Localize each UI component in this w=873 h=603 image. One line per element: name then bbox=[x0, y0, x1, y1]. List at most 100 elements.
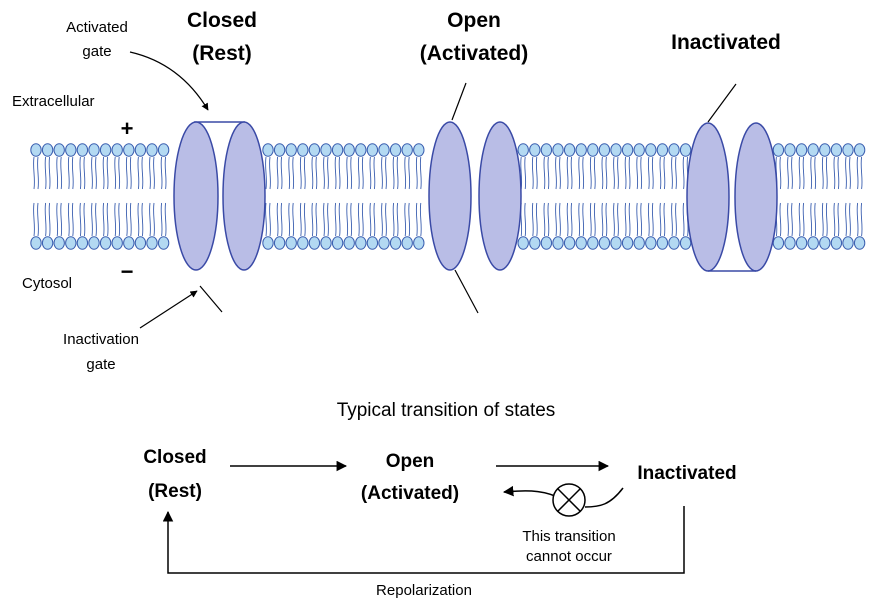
closed-title-line2: (Rest) bbox=[192, 42, 252, 65]
lipid-tail bbox=[628, 202, 631, 237]
lipid-head bbox=[297, 236, 309, 250]
lipid-head bbox=[784, 236, 796, 250]
inactivation-gate-arrow bbox=[139, 290, 198, 329]
lipid-tail bbox=[821, 156, 824, 190]
lipid-tail bbox=[288, 202, 291, 237]
lipid-tail bbox=[779, 202, 782, 237]
lipid-head bbox=[656, 236, 669, 250]
lipid-head bbox=[308, 236, 321, 250]
lipid-tail bbox=[408, 156, 411, 190]
lipid-head bbox=[343, 236, 355, 250]
lipid-tail bbox=[849, 202, 851, 237]
lipid-head bbox=[30, 143, 42, 157]
lipid-tail bbox=[334, 156, 337, 190]
lipid-tail bbox=[280, 202, 283, 237]
lipid-head bbox=[853, 143, 866, 157]
repolarization-arrow bbox=[162, 506, 685, 574]
open-activation-gate-line bbox=[451, 82, 467, 121]
lipid-tail bbox=[837, 202, 840, 237]
lipid-tail bbox=[582, 202, 585, 237]
lipid-tail bbox=[95, 202, 97, 237]
lipid-tail bbox=[153, 156, 155, 190]
forbidden-path-right bbox=[584, 487, 624, 508]
lipid-tail bbox=[303, 202, 306, 237]
lipid-head bbox=[807, 143, 819, 157]
lipid-tail bbox=[396, 202, 399, 237]
lipid-tail bbox=[67, 156, 70, 190]
lipid-tail bbox=[141, 156, 144, 190]
lipid-tail bbox=[856, 202, 859, 237]
lipid-tail bbox=[33, 156, 35, 190]
lipid-tail bbox=[60, 202, 63, 237]
lipid-tail bbox=[334, 202, 337, 237]
lipid-head bbox=[355, 143, 367, 157]
lipid-head bbox=[134, 143, 147, 157]
lipid-head bbox=[540, 143, 553, 157]
lipid-head bbox=[123, 236, 135, 250]
lipid-tail bbox=[311, 202, 314, 237]
lipid-tail bbox=[779, 156, 782, 190]
forbidden-note-line2: cannot occur bbox=[526, 548, 612, 565]
lipid-head bbox=[563, 143, 576, 157]
inactivated-channel bbox=[686, 83, 778, 272]
lipid-tail bbox=[37, 202, 39, 237]
lipid-head bbox=[830, 143, 843, 157]
lipid-tail bbox=[129, 156, 132, 190]
lipid-head bbox=[540, 236, 553, 250]
lipid-head bbox=[587, 236, 599, 250]
lipid-tail bbox=[404, 156, 407, 190]
lipid-head bbox=[668, 143, 680, 157]
lipid-tail bbox=[821, 202, 824, 237]
lipid-tail bbox=[570, 156, 573, 190]
lipid-tail bbox=[369, 202, 372, 237]
lipid-head bbox=[575, 236, 587, 250]
lipid-tail bbox=[682, 156, 685, 190]
lipid-head bbox=[123, 143, 135, 157]
lipid-tail bbox=[149, 202, 151, 237]
lipid-head bbox=[575, 143, 587, 157]
lipid-head bbox=[401, 236, 413, 250]
lipid-head bbox=[645, 236, 657, 250]
lipid-tail bbox=[346, 156, 349, 190]
lipid-tail bbox=[589, 202, 592, 237]
plus-sign: + bbox=[121, 116, 134, 141]
lipid-tail bbox=[531, 202, 534, 237]
lipid-head bbox=[378, 236, 390, 250]
lipid-tail bbox=[860, 156, 863, 190]
closed-title-line1: Closed bbox=[187, 9, 257, 32]
lipid-tail bbox=[798, 156, 801, 190]
lipid-head bbox=[273, 143, 286, 157]
lipid-tail bbox=[837, 156, 840, 190]
inactivation-gate-label-line2: gate bbox=[86, 356, 115, 373]
lipid-tail bbox=[849, 156, 851, 190]
inactivated-activation-gate-line bbox=[707, 83, 737, 123]
lipid-tail bbox=[361, 202, 364, 237]
lipid-tail bbox=[56, 156, 59, 190]
lipid-tail bbox=[582, 156, 585, 190]
lipid-tail bbox=[44, 202, 47, 237]
lipid-tail bbox=[810, 156, 813, 190]
lipid-head bbox=[598, 143, 611, 157]
lipid-tail bbox=[833, 156, 836, 190]
lipid-tail bbox=[385, 202, 387, 237]
lipid-head bbox=[633, 236, 645, 250]
channel-subunit-right bbox=[734, 122, 778, 272]
lipid-head bbox=[401, 143, 413, 157]
lipid-tail bbox=[547, 202, 550, 237]
lipid-head bbox=[656, 143, 669, 157]
inactivation-gate-line bbox=[199, 285, 223, 313]
lipid-head bbox=[772, 236, 785, 250]
lipid-head bbox=[30, 236, 42, 250]
lipid-tail bbox=[311, 156, 314, 190]
lipid-tail bbox=[624, 156, 627, 190]
lipid-tail bbox=[369, 156, 372, 190]
lipid-tail bbox=[269, 156, 271, 190]
lipid-tail bbox=[798, 202, 801, 237]
lipid-tail bbox=[95, 156, 97, 190]
lipid-head bbox=[552, 143, 564, 157]
lipid-tail bbox=[825, 156, 828, 190]
lipid-tail bbox=[617, 156, 619, 190]
lipid-head bbox=[517, 143, 529, 157]
lipid-tail bbox=[106, 156, 109, 190]
